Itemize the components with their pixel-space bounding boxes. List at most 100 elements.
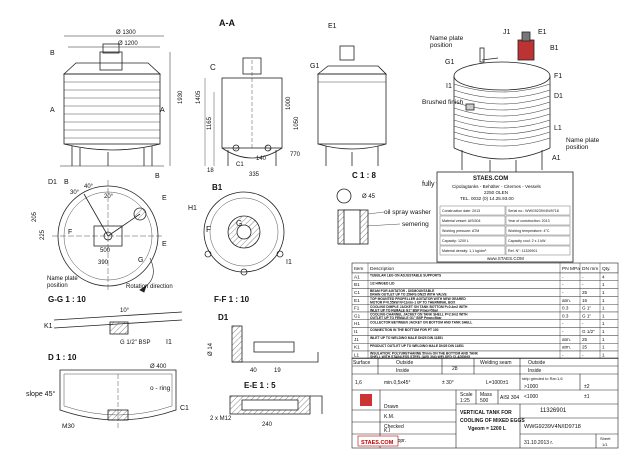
view-gg-title: G-G 1 : 10 bbox=[48, 295, 86, 304]
material-value: AISI 304 bbox=[500, 395, 519, 401]
label-e-top: E bbox=[162, 195, 167, 202]
label-f-ff: F bbox=[206, 225, 211, 234]
company-grid-cell: Capacity cool: 2 x 1 kW bbox=[508, 239, 546, 243]
bom-cell: 1 bbox=[602, 321, 605, 326]
bom-header-cell: Description bbox=[370, 266, 394, 272]
dim-1050: 1050 bbox=[294, 116, 300, 130]
bom-cell: L1 bbox=[354, 352, 360, 357]
bom-cell: E1 bbox=[354, 298, 360, 303]
tol-2: <1000 bbox=[524, 394, 538, 400]
bom-cell: J1 bbox=[354, 337, 359, 342]
rotation-direction: Rotation direction bbox=[126, 284, 173, 290]
dim-total-height: 1930 bbox=[178, 90, 184, 104]
bom-cell: G1 bbox=[354, 313, 361, 318]
bom-cell: 25 bbox=[582, 290, 588, 295]
company-grid-cell: Working temperature: 4°C bbox=[508, 229, 550, 233]
view-gg: G-G 1 : 10 10° K1 G 1/2" BSP I1 bbox=[44, 295, 183, 346]
company-grid-cell: Ref. N°: 11326901 bbox=[508, 249, 537, 253]
bom-cell: PRODUCT OUTLET UP TO WELDING MALE DN25 D… bbox=[370, 344, 464, 348]
bom-cell: - bbox=[582, 321, 584, 326]
bom-header-cell: DN mm bbox=[582, 266, 598, 272]
bom-cell: - bbox=[582, 352, 584, 357]
weld-inside: Inside bbox=[528, 368, 542, 374]
mass-value: 500 bbox=[480, 398, 489, 404]
company-footer: www.STAES.COM bbox=[487, 256, 524, 261]
company-grid-cell: Year of construction: 2013 bbox=[508, 219, 550, 223]
bom-cell: 1 bbox=[602, 298, 605, 303]
dim-inner-diameter: Ø 1200 bbox=[118, 41, 138, 47]
bom-cell: 1 bbox=[602, 345, 605, 350]
bom-cell: COOLING CHANNEL JACKET ON TANK SHELL P=2… bbox=[370, 313, 468, 321]
label-f-top: F bbox=[68, 229, 72, 236]
bom-cell: 4 bbox=[602, 274, 605, 279]
label-b: B bbox=[50, 50, 55, 57]
label-a-left: A bbox=[50, 107, 55, 114]
tol-head: strip grinded to Ra<1,6 bbox=[522, 376, 563, 381]
bom-cell: 1 bbox=[602, 282, 605, 287]
dim-1000: 1000 bbox=[286, 96, 292, 110]
view-ee: E-E 1 : 5 2 x M12 240 bbox=[210, 381, 323, 428]
tol-1-value: ±2 bbox=[584, 384, 590, 390]
bom-header-cell: Item bbox=[354, 266, 363, 272]
bom-cell: COLLECTOR BETWEEN JACKET ON BOTTOM AND T… bbox=[370, 320, 472, 324]
dim-40: 40 bbox=[250, 368, 257, 374]
dim-2xm12: 2 x M12 bbox=[210, 416, 232, 422]
label-i1-ff: I1 bbox=[286, 259, 292, 266]
surface-label: Surface bbox=[353, 360, 370, 366]
dim-40deg: 40° bbox=[84, 184, 94, 190]
view-ff-title: F-F 1 : 10 bbox=[214, 295, 250, 304]
dim-225-top: 225 bbox=[40, 229, 46, 240]
slope-45: slope 45° bbox=[26, 390, 55, 398]
label-c1-section: C1 bbox=[236, 162, 244, 168]
bom-cell: G 1" bbox=[582, 306, 591, 311]
company-grid-cell: Serial no.: WWG9239V4N/9718 bbox=[508, 209, 559, 213]
bom-cell: I1 bbox=[354, 329, 358, 334]
label-d1-detail: D1 bbox=[218, 313, 229, 322]
mass-label: Mass bbox=[480, 392, 492, 398]
bom-cell: C1 bbox=[354, 290, 360, 295]
dim-20deg: 20° bbox=[104, 194, 114, 200]
iso-label-g1: G1 bbox=[445, 59, 454, 66]
dim-45-dia: Ø 45 bbox=[362, 194, 376, 200]
bom-cell: TOP MOUNTED PROPELLER AGITATOR WITH NEW … bbox=[370, 297, 466, 305]
view-ee-title: E-E 1 : 5 bbox=[244, 381, 276, 390]
tol-2-value: ±1 bbox=[584, 394, 590, 400]
bom-cell: - bbox=[562, 290, 564, 295]
label-b-top: B bbox=[64, 179, 69, 186]
bom-cell: atm. bbox=[562, 337, 571, 342]
tol-1: >1000 bbox=[524, 384, 538, 390]
bom-cell: atm. bbox=[562, 345, 571, 350]
iso-label-j1: J1 bbox=[503, 29, 511, 36]
dim-140: 140 bbox=[256, 156, 267, 162]
tolerance-a: L=1000±1 bbox=[486, 380, 509, 386]
surface-outside: Outside bbox=[396, 360, 413, 366]
bom-cell: K1 bbox=[354, 345, 360, 350]
oil-spray-washer: oil spray washer bbox=[384, 209, 432, 216]
staes-logo: STAES.COM bbox=[361, 440, 394, 446]
view-aa-front: A-A Ø 1300 Ø 1200 1930 B A A bbox=[50, 18, 235, 167]
dim-400: Ø 400 bbox=[150, 364, 167, 370]
company-line-1: Cipolagtanks - Behälter - Citernes - Ves… bbox=[452, 184, 542, 189]
company-grid-cell: Working pressure: ATM bbox=[442, 229, 479, 233]
dim-335: 335 bbox=[249, 172, 260, 178]
bom-cell: H1 bbox=[354, 321, 360, 326]
bom-cell: 1 bbox=[602, 313, 605, 318]
view-ff: B1 H1 G F F-F 1 : 10 I1 bbox=[188, 183, 292, 304]
dim-205: 205 bbox=[32, 211, 38, 222]
checked-value: K.I bbox=[384, 428, 390, 434]
label-i1-gg: I1 bbox=[166, 339, 172, 346]
bom-cell: CONNECTION IN THE BOTTOM FOR PT 100 bbox=[370, 328, 439, 332]
bom-cell: 15 bbox=[582, 298, 588, 303]
serial-number: WWG9239V4N/ID9718 bbox=[524, 424, 581, 430]
dim-m30: M30 bbox=[62, 423, 75, 430]
label-b1-ff: B1 bbox=[212, 183, 223, 192]
company-name: STAES.COM bbox=[473, 176, 508, 182]
label-c1-d: C1 bbox=[180, 405, 189, 412]
sheet-value: 1/1 bbox=[602, 442, 608, 447]
